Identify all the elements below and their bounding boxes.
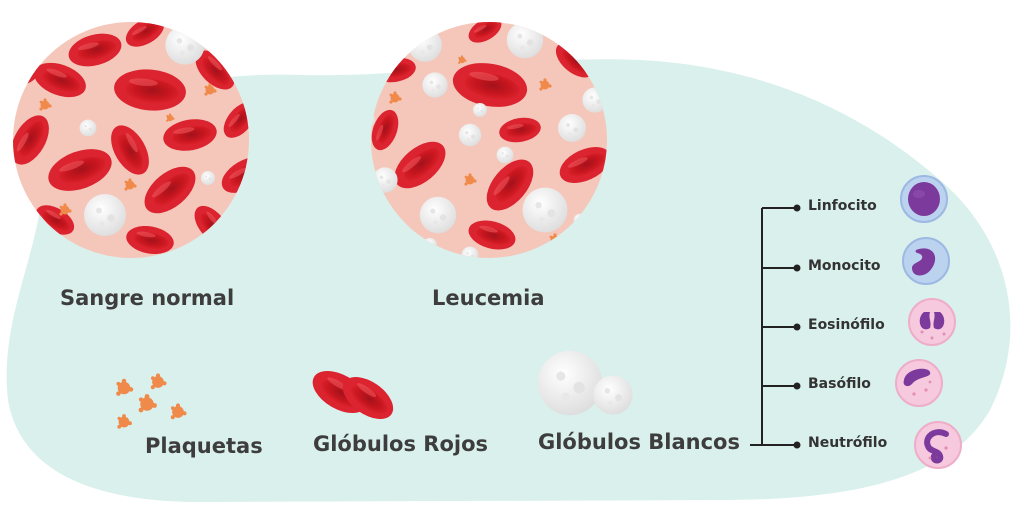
eosinophil-label: Eosinófilo [808,317,885,333]
leukemia-label: Leucemia [432,286,545,310]
neutrophil-label: Neutrófilo [808,435,888,451]
monocyte-label: Monocito [808,258,881,274]
neutrophil-icon [914,421,962,469]
basophil-icon [895,359,943,407]
monocyte-icon [902,237,950,285]
lymphocyte-label: Linfocito [808,198,877,214]
white-cells-label: Glóbulos Blancos [538,430,740,454]
red-cells-label: Glóbulos Rojos [313,432,489,456]
white-cell-types-bracket [750,207,796,446]
eosinophil-icon [908,298,956,346]
background-blob [6,59,1011,502]
normal-blood-label: Sangre normal [60,286,235,310]
basophil-label: Basófilo [808,376,871,392]
normal-blood-circle [13,22,249,258]
leukemia-circle [371,22,607,258]
platelets-label: Plaquetas [145,434,263,458]
lymphocyte-icon [900,175,948,223]
